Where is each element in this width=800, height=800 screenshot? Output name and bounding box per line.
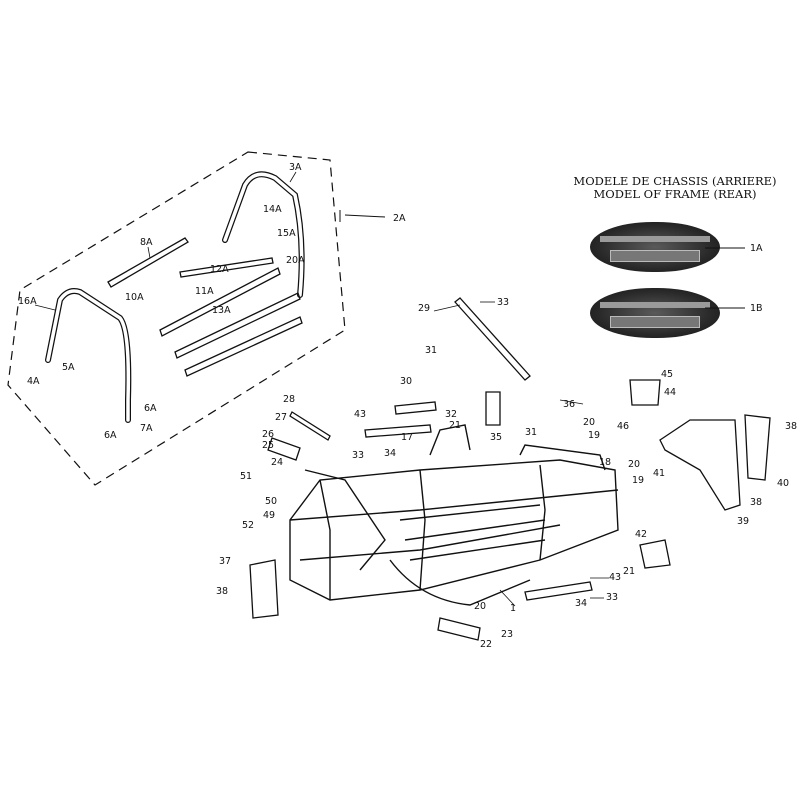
label-50: 50: [265, 496, 277, 507]
leader-lines: [34, 171, 609, 607]
label-31-b: 31: [525, 427, 537, 438]
label-39: 39: [737, 516, 749, 527]
label-19: 19: [588, 430, 600, 441]
label-31: 31: [425, 345, 437, 356]
label-37: 37: [219, 556, 231, 567]
label-42: 42: [635, 529, 647, 540]
label-21-b: 21: [623, 566, 635, 577]
label-38: 38: [785, 421, 797, 432]
label-51: 51: [240, 471, 252, 482]
caption-english: MODEL OF FRAME (REAR): [593, 187, 757, 201]
label-20-c: 20: [474, 601, 486, 612]
label-1b: 1B: [750, 303, 763, 314]
label-43-b: 43: [609, 572, 621, 583]
label-45: 45: [661, 369, 673, 380]
label-25: 25: [262, 440, 274, 451]
label-13a: 13A: [212, 305, 231, 316]
label-15a: 15A: [277, 228, 296, 239]
label-4a: 4A: [27, 376, 40, 387]
label-11a: 11A: [195, 286, 214, 297]
label-34-b: 34: [575, 598, 587, 609]
label-23: 23: [501, 629, 513, 640]
frame-photo-1b: [590, 288, 720, 338]
label-33: 33: [497, 297, 509, 308]
label-34: 34: [384, 448, 396, 459]
label-19-b: 19: [632, 475, 644, 486]
label-29: 29: [418, 303, 430, 314]
label-6a-2: 6A: [104, 430, 117, 441]
label-14a: 14A: [263, 204, 282, 215]
label-2a: 2A: [393, 213, 406, 224]
caption-french: MODELE DE CHASSIS (ARRIERE): [573, 174, 777, 188]
main-frame: [289, 424, 619, 606]
frame-photo-1a: [590, 222, 720, 272]
label-5a: 5A: [62, 362, 75, 373]
label-49: 49: [263, 510, 275, 521]
label-32: 32: [445, 409, 457, 420]
label-43: 43: [354, 409, 366, 420]
cage-hoop-front: [45, 288, 132, 423]
label-20: 20: [583, 417, 595, 428]
label-1: 1: [510, 603, 516, 614]
label-8a: 8A: [140, 237, 153, 248]
label-27: 27: [275, 412, 287, 423]
label-12a: 12A: [210, 264, 229, 275]
label-3a: 3A: [289, 162, 302, 173]
frame-callouts: 33 29 31 45 44 30 36 46 43 32 31 38 28 2…: [216, 297, 797, 650]
label-24: 24: [271, 457, 283, 468]
label-36: 36: [563, 399, 575, 410]
label-7a: 7A: [140, 423, 153, 434]
label-44: 44: [664, 387, 676, 398]
frame-parts: [249, 297, 771, 641]
label-26: 26: [262, 429, 274, 440]
cage-dashed-outline: [7, 151, 346, 486]
label-20-b: 20: [628, 459, 640, 470]
cage-callouts: 3A 2A 14A 8A 15A 12A 20A 11A 10A 16A 13A…: [18, 162, 406, 441]
label-6a: 6A: [144, 403, 157, 414]
label-46: 46: [617, 421, 629, 432]
label-33-b: 33: [352, 450, 364, 461]
label-30: 30: [400, 376, 412, 387]
leader-2a: [344, 214, 386, 218]
label-22: 22: [480, 639, 492, 650]
cage-bars: [107, 237, 303, 377]
label-21: 21: [449, 420, 461, 431]
label-17: 17: [401, 432, 413, 443]
label-28: 28: [283, 394, 295, 405]
label-52: 52: [242, 520, 254, 531]
label-41: 41: [653, 468, 665, 479]
label-10a: 10A: [125, 292, 144, 303]
label-38-b: 38: [750, 497, 762, 508]
label-18: 18: [599, 457, 611, 468]
label-1a: 1A: [750, 243, 763, 254]
label-35: 35: [490, 432, 502, 443]
label-40: 40: [777, 478, 789, 489]
label-33-c: 33: [606, 592, 618, 603]
label-20a: 20A: [286, 255, 305, 266]
label-38-c: 38: [216, 586, 228, 597]
label-16a: 16A: [18, 296, 37, 307]
